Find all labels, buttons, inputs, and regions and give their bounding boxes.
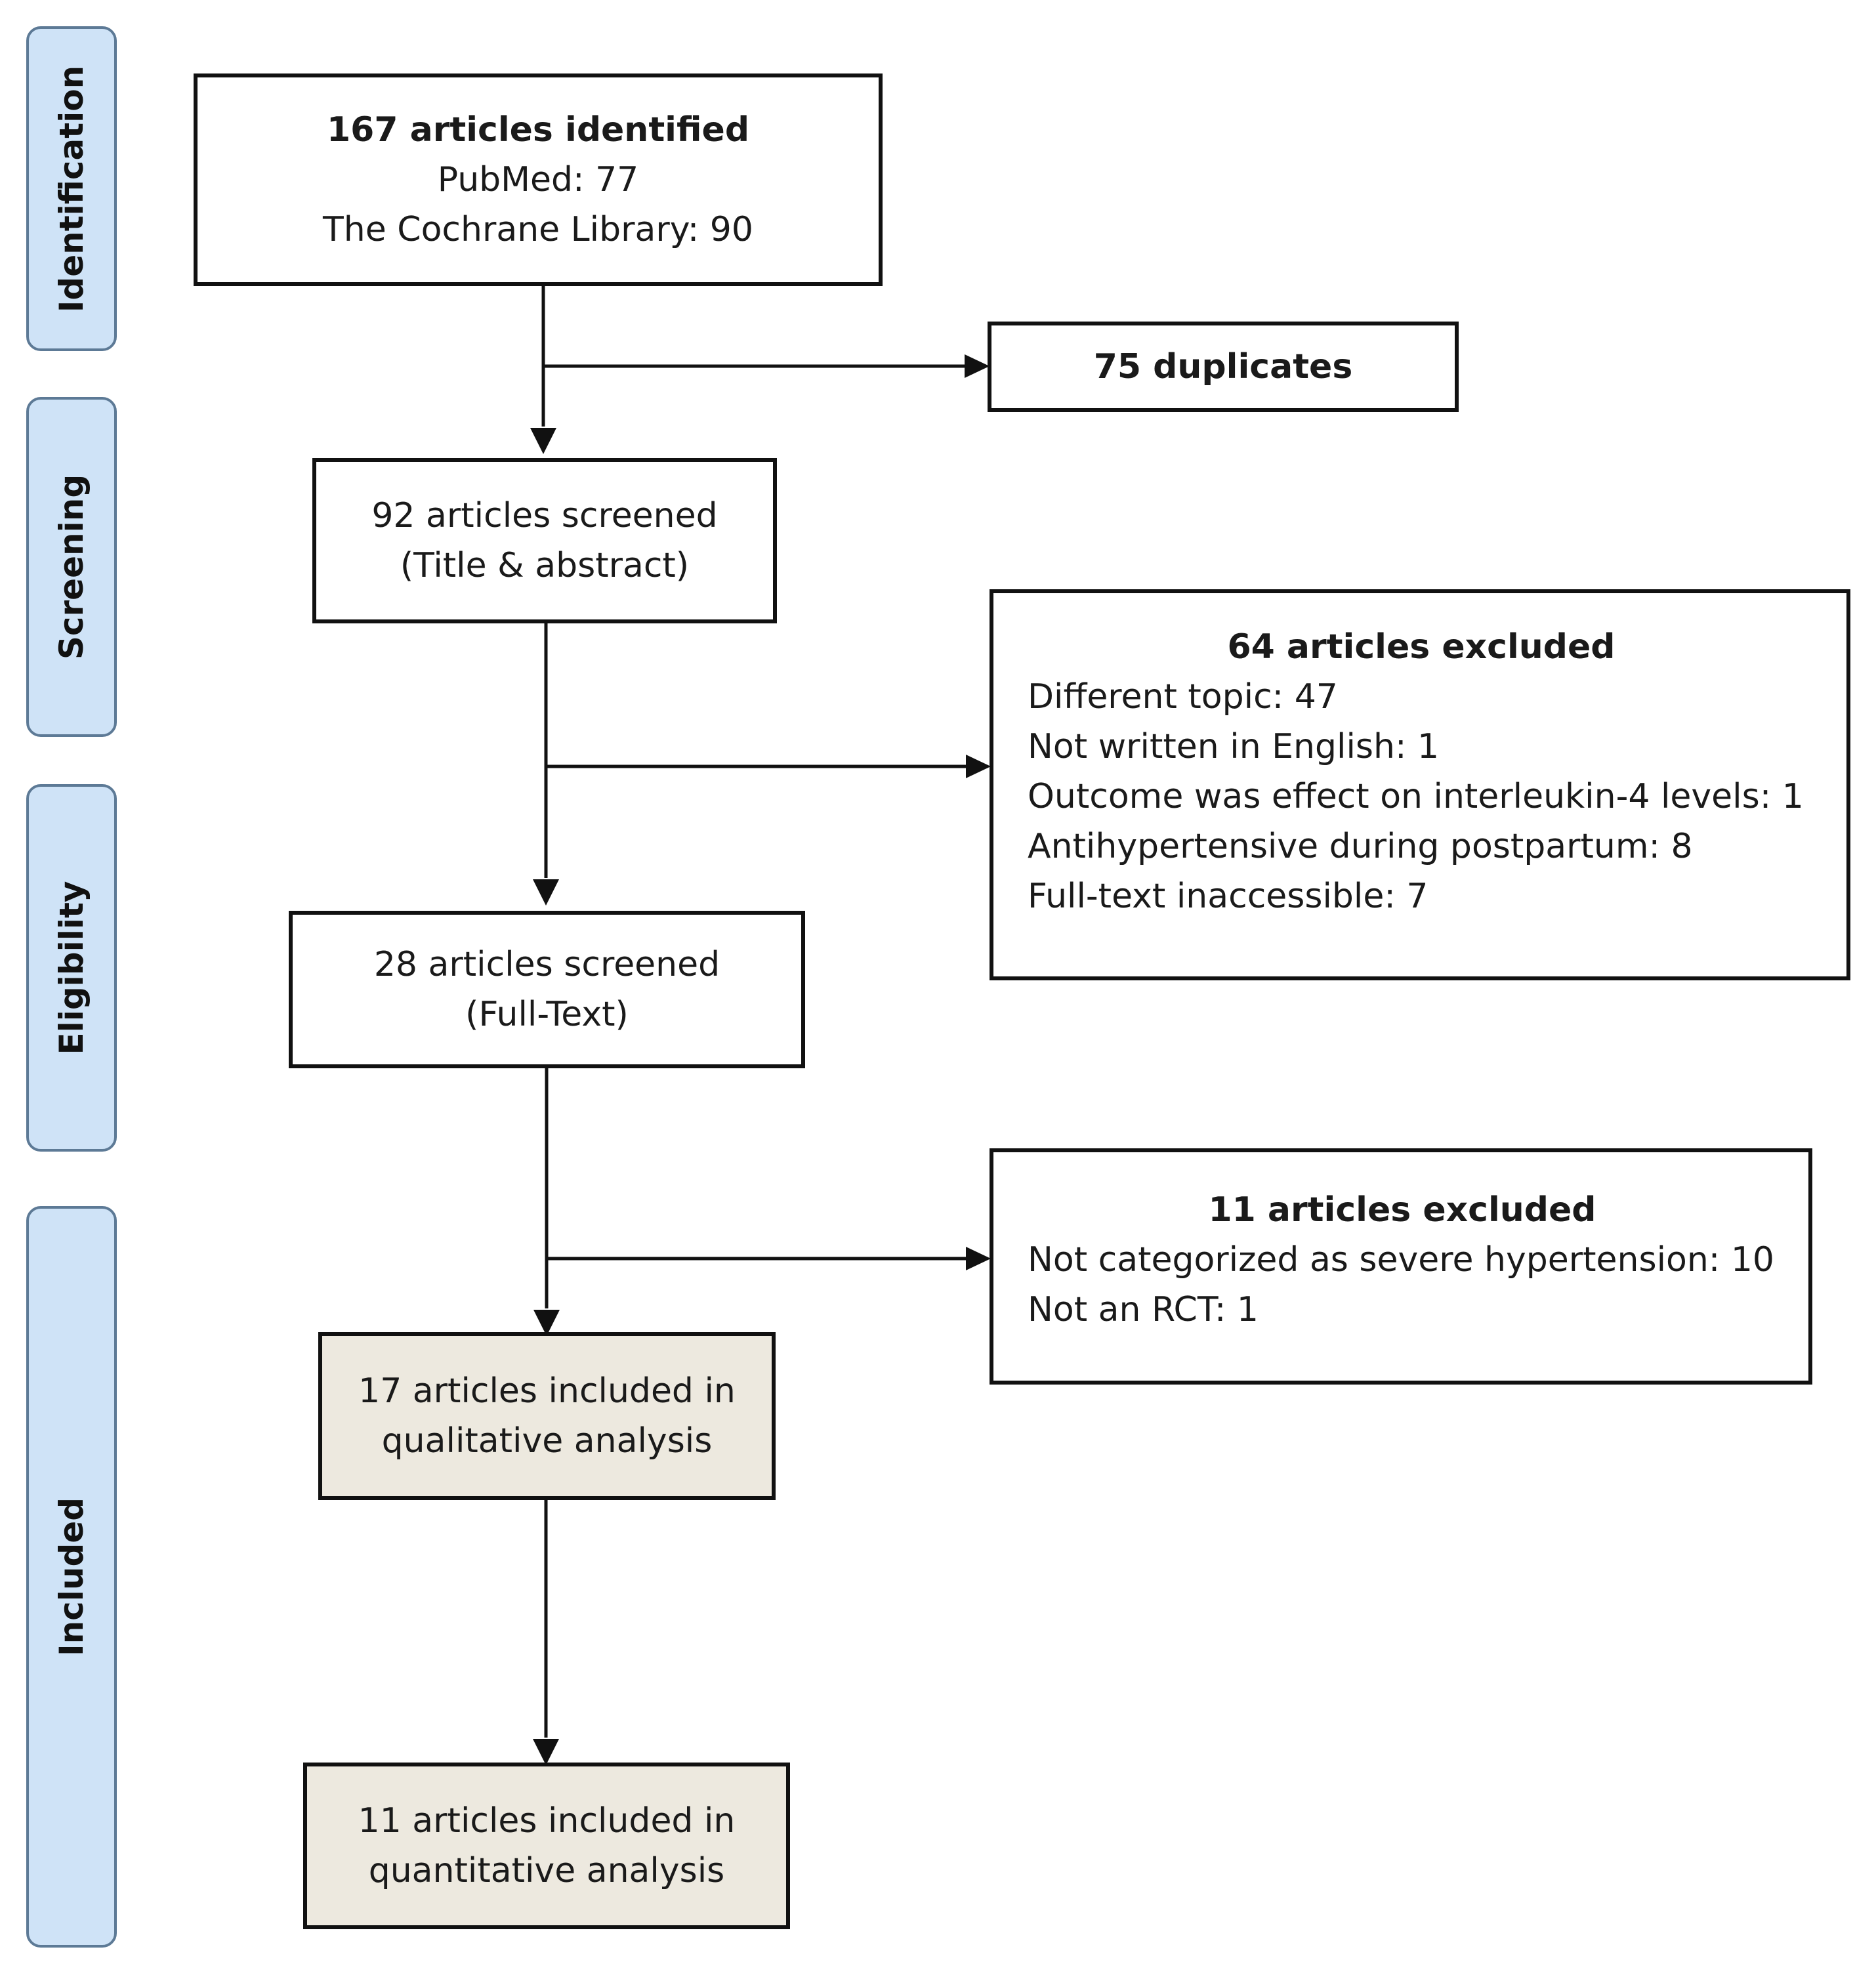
arrowhead-screened-to-fulltext	[533, 879, 559, 906]
arrowhead-to-excluded-64	[966, 755, 991, 778]
box-excluded-64-reason: Antihypertensive during postpartum: 8	[1028, 827, 1693, 866]
box-qualitative: 17 articles included in qualitative anal…	[318, 1332, 776, 1500]
phase-screening-label: Screening	[52, 474, 91, 660]
box-quantitative: 11 articles included in quantitative ana…	[303, 1763, 790, 1929]
box-identified: 167 articles identified PubMed: 77 The C…	[194, 73, 883, 286]
arrowhead-to-duplicates	[965, 354, 990, 378]
box-excluded-64: 64 articles excluded Different topic: 47…	[990, 589, 1850, 980]
box-screened-title: 92 articles screened (Title & abstract)	[312, 458, 777, 623]
box-excluded-64-heading: 64 articles excluded	[1227, 627, 1615, 667]
phase-eligibility: Eligibility	[26, 784, 117, 1152]
box-excluded-64-reason: Outcome was effect on interleukin-4 leve…	[1028, 777, 1804, 816]
box-excluded-64-reason: Different topic: 47	[1028, 677, 1338, 717]
box-excluded-64-reason: Not written in English: 1	[1028, 727, 1440, 766]
phase-included-label: Included	[52, 1497, 91, 1657]
phase-identification-label: Identification	[52, 65, 91, 312]
arrowhead-identified-to-screened	[530, 428, 556, 454]
box-screened-fulltext-line: 28 articles screened	[373, 945, 720, 984]
phase-identification: Identification	[26, 26, 117, 351]
box-screened-title-line: (Title & abstract)	[400, 546, 690, 585]
box-screened-title-line: 92 articles screened	[371, 496, 718, 535]
box-identified-heading: 167 articles identified	[326, 110, 750, 150]
phase-eligibility-label: Eligibility	[52, 881, 91, 1055]
box-excluded-11-reason: Not an RCT: 1	[1028, 1290, 1259, 1329]
box-identified-line: PubMed: 77	[437, 160, 639, 199]
box-qualitative-line: 17 articles included in	[358, 1371, 736, 1411]
box-quantitative-line: 11 articles included in	[358, 1801, 736, 1841]
box-identified-line: The Cochrane Library: 90	[323, 210, 753, 249]
box-quantitative-line: quantitative analysis	[368, 1851, 725, 1890]
box-qualitative-line: qualitative analysis	[381, 1421, 713, 1461]
box-duplicates: 75 duplicates	[988, 322, 1459, 412]
box-excluded-11-reason: Not categorized as severe hypertension: …	[1028, 1240, 1775, 1280]
arrowhead-to-excluded-11	[966, 1247, 991, 1270]
box-screened-fulltext-line: (Full-Text)	[465, 995, 629, 1034]
arrowhead-qualitative-to-quantitative	[533, 1739, 559, 1765]
box-excluded-11: 11 articles excluded Not categorized as …	[990, 1148, 1812, 1385]
box-excluded-11-heading: 11 articles excluded	[1208, 1190, 1596, 1230]
phase-screening: Screening	[26, 397, 117, 737]
phase-included: Included	[26, 1206, 117, 1948]
box-excluded-64-reason: Full-text inaccessible: 7	[1028, 877, 1428, 916]
box-screened-fulltext: 28 articles screened (Full-Text)	[289, 911, 805, 1068]
box-duplicates-heading: 75 duplicates	[1093, 347, 1353, 386]
